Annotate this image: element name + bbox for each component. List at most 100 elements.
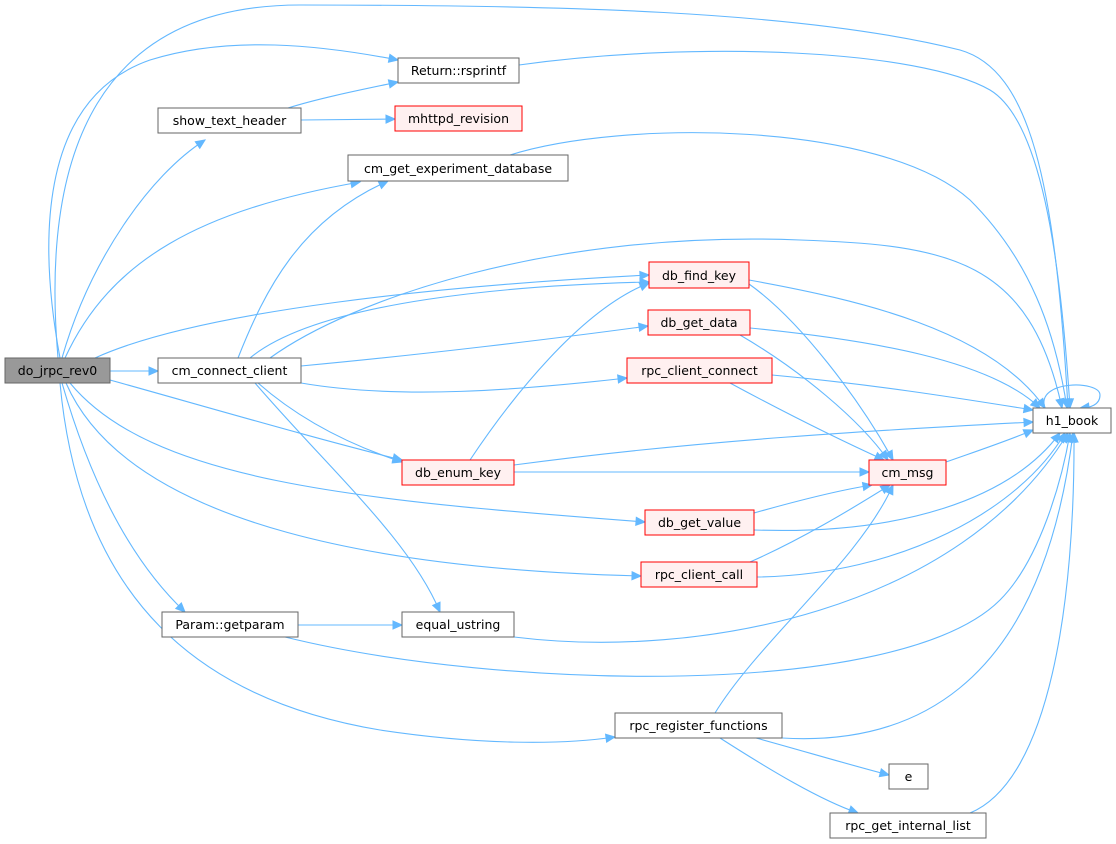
edge-line: [61, 139, 206, 359]
edge-line: [269, 238, 1063, 409]
edge-line: [748, 279, 1046, 409]
edge-db-get-data-to-cm-msg: [739, 334, 889, 461]
node-db-get-value[interactable]: db_get_value: [644, 509, 755, 536]
edge-line: [249, 281, 650, 359]
edge-cm-connect-client-to-rpc-client-connect: [300, 374, 629, 393]
edge-arrowhead: [387, 53, 400, 63]
node-label: Return::rsprintf: [411, 63, 507, 78]
node-label: h1_book: [1046, 413, 1099, 428]
edge-line: [64, 181, 361, 359]
edge-arrowhead: [1023, 417, 1035, 428]
node-do-jrpc-rev0[interactable]: do_jrpc_rev0: [4, 357, 111, 384]
node-cm-msg[interactable]: cm_msg: [868, 459, 947, 486]
edge-line: [714, 484, 894, 714]
node-label: db_get_value: [658, 515, 741, 530]
edge-equal-ustring-to-h1-book: [513, 431, 1069, 643]
edge-arrowhead: [859, 467, 871, 477]
node-e[interactable]: e: [888, 763, 929, 790]
edge-rpc-client-call-to-h1-book: [756, 431, 1066, 578]
node-cm-get-experiment-database[interactable]: cm_get_experiment_database: [347, 154, 569, 182]
node-rpc-get-internal-list[interactable]: rpc_get_internal_list: [829, 812, 987, 839]
edge-arrowhead: [631, 570, 643, 581]
edge-line: [109, 379, 403, 461]
node-equal-ustring[interactable]: equal_ustring: [401, 611, 515, 638]
edge-arrowhead: [884, 449, 894, 462]
edge-arrowhead: [174, 601, 186, 613]
edge-line: [513, 432, 1069, 643]
edge-line: [69, 382, 646, 523]
edge-line: [59, 382, 616, 743]
edge-line: [287, 81, 399, 109]
edge-do-jrpc-rev0-to-cm-get-experiment-database: [64, 178, 362, 359]
edge-arrowhead: [637, 322, 650, 333]
edge-line: [719, 737, 859, 814]
edge-line: [749, 484, 891, 563]
edge-arrowhead: [1029, 398, 1041, 409]
node-db-enum-key[interactable]: db_enum_key: [401, 459, 515, 486]
edge-line: [257, 382, 403, 463]
edge-arrowhead: [431, 601, 441, 614]
edge-arrowhead: [617, 374, 629, 384]
node-mhttpd-revision[interactable]: mhttpd_revision: [394, 105, 523, 132]
node-label: mhttpd_revision: [408, 111, 509, 126]
node-h1-book[interactable]: h1_book: [1032, 407, 1112, 434]
edge-line: [300, 325, 649, 367]
node-show-text-header[interactable]: show_text_header: [157, 107, 302, 134]
edge-arrowhead: [1022, 403, 1035, 414]
edge-line: [509, 132, 1068, 409]
edge-cm-connect-client-to-h1-book: [269, 238, 1065, 410]
edge-arrowhead: [377, 180, 390, 190]
edge-db-enum-key-to-h1-book: [513, 417, 1035, 466]
edge-arrowhead: [1069, 431, 1079, 443]
edge-arrowhead: [148, 366, 160, 376]
edge-do-jrpc-rev0-to-param-getparam: [61, 382, 186, 613]
edge-db-enum-key-to-db-find-key: [469, 282, 651, 461]
edge-line: [1043, 384, 1101, 409]
node-rpc-client-connect[interactable]: rpc_client_connect: [626, 357, 773, 384]
edge-do-jrpc-rev0-to-db-enum-key: [109, 379, 404, 463]
node-param-getparam[interactable]: Param::getparam: [161, 611, 299, 638]
edge-line: [749, 327, 1041, 409]
edge-db-find-key-to-cm-msg: [748, 283, 894, 462]
node-cm-connect-client[interactable]: cm_connect_client: [157, 357, 302, 384]
edge-arrowhead: [639, 270, 651, 281]
edge-line: [237, 180, 389, 359]
edge-line: [969, 432, 1075, 814]
edge-arrowhead: [638, 282, 651, 292]
edge-cm-connect-client-to-db-find-key: [249, 277, 651, 359]
edge-rpc-register-functions-to-cm-msg: [714, 483, 894, 714]
node-rpc-client-call[interactable]: rpc_client_call: [640, 561, 758, 588]
node-label: db_get_data: [660, 315, 737, 330]
edge-line: [284, 432, 1071, 677]
edge-rpc-get-internal-list-to-h1-book: [969, 431, 1079, 814]
node-label: show_text_header: [173, 113, 287, 128]
edge-arrowhead: [1058, 431, 1069, 444]
edge-line: [54, 4, 1069, 409]
edge-db-get-data-to-h1-book: [749, 327, 1041, 409]
node-db-get-data[interactable]: db_get_data: [647, 309, 751, 336]
edge-arrowhead: [385, 114, 397, 124]
edge-line: [300, 118, 396, 121]
edge-do-jrpc-rev0-to-rpc-register-functions: [59, 382, 617, 743]
node-label: rpc_client_connect: [641, 363, 758, 378]
edge-show-text-header-to-return-rsprintf: [287, 79, 400, 109]
edge-arrowhead: [878, 767, 891, 778]
edge-arrowhead: [878, 449, 889, 461]
node-label: rpc_get_internal_list: [845, 818, 971, 833]
edge-line: [739, 334, 889, 461]
edge-line: [254, 382, 441, 613]
edge-line: [513, 421, 1034, 466]
edge-line: [771, 374, 1034, 411]
edge-line: [518, 50, 1071, 409]
node-db-find-key[interactable]: db_find_key: [648, 261, 750, 289]
edge-arrowhead: [391, 454, 404, 464]
node-label: db_enum_key: [415, 465, 502, 480]
edge-show-text-header-to-mhttpd-revision: [300, 114, 397, 124]
node-rpc-register-functions[interactable]: rpc_register_functions: [614, 712, 783, 739]
node-return-rsprintf[interactable]: Return::rsprintf: [397, 57, 520, 84]
edge-do-jrpc-rev0-to-h1-book: [54, 4, 1073, 410]
edge-cm-connect-client-to-db-get-data: [300, 322, 650, 367]
edge-arrowhead: [884, 483, 894, 496]
edge-rpc-client-connect-to-cm-msg: [729, 382, 886, 461]
